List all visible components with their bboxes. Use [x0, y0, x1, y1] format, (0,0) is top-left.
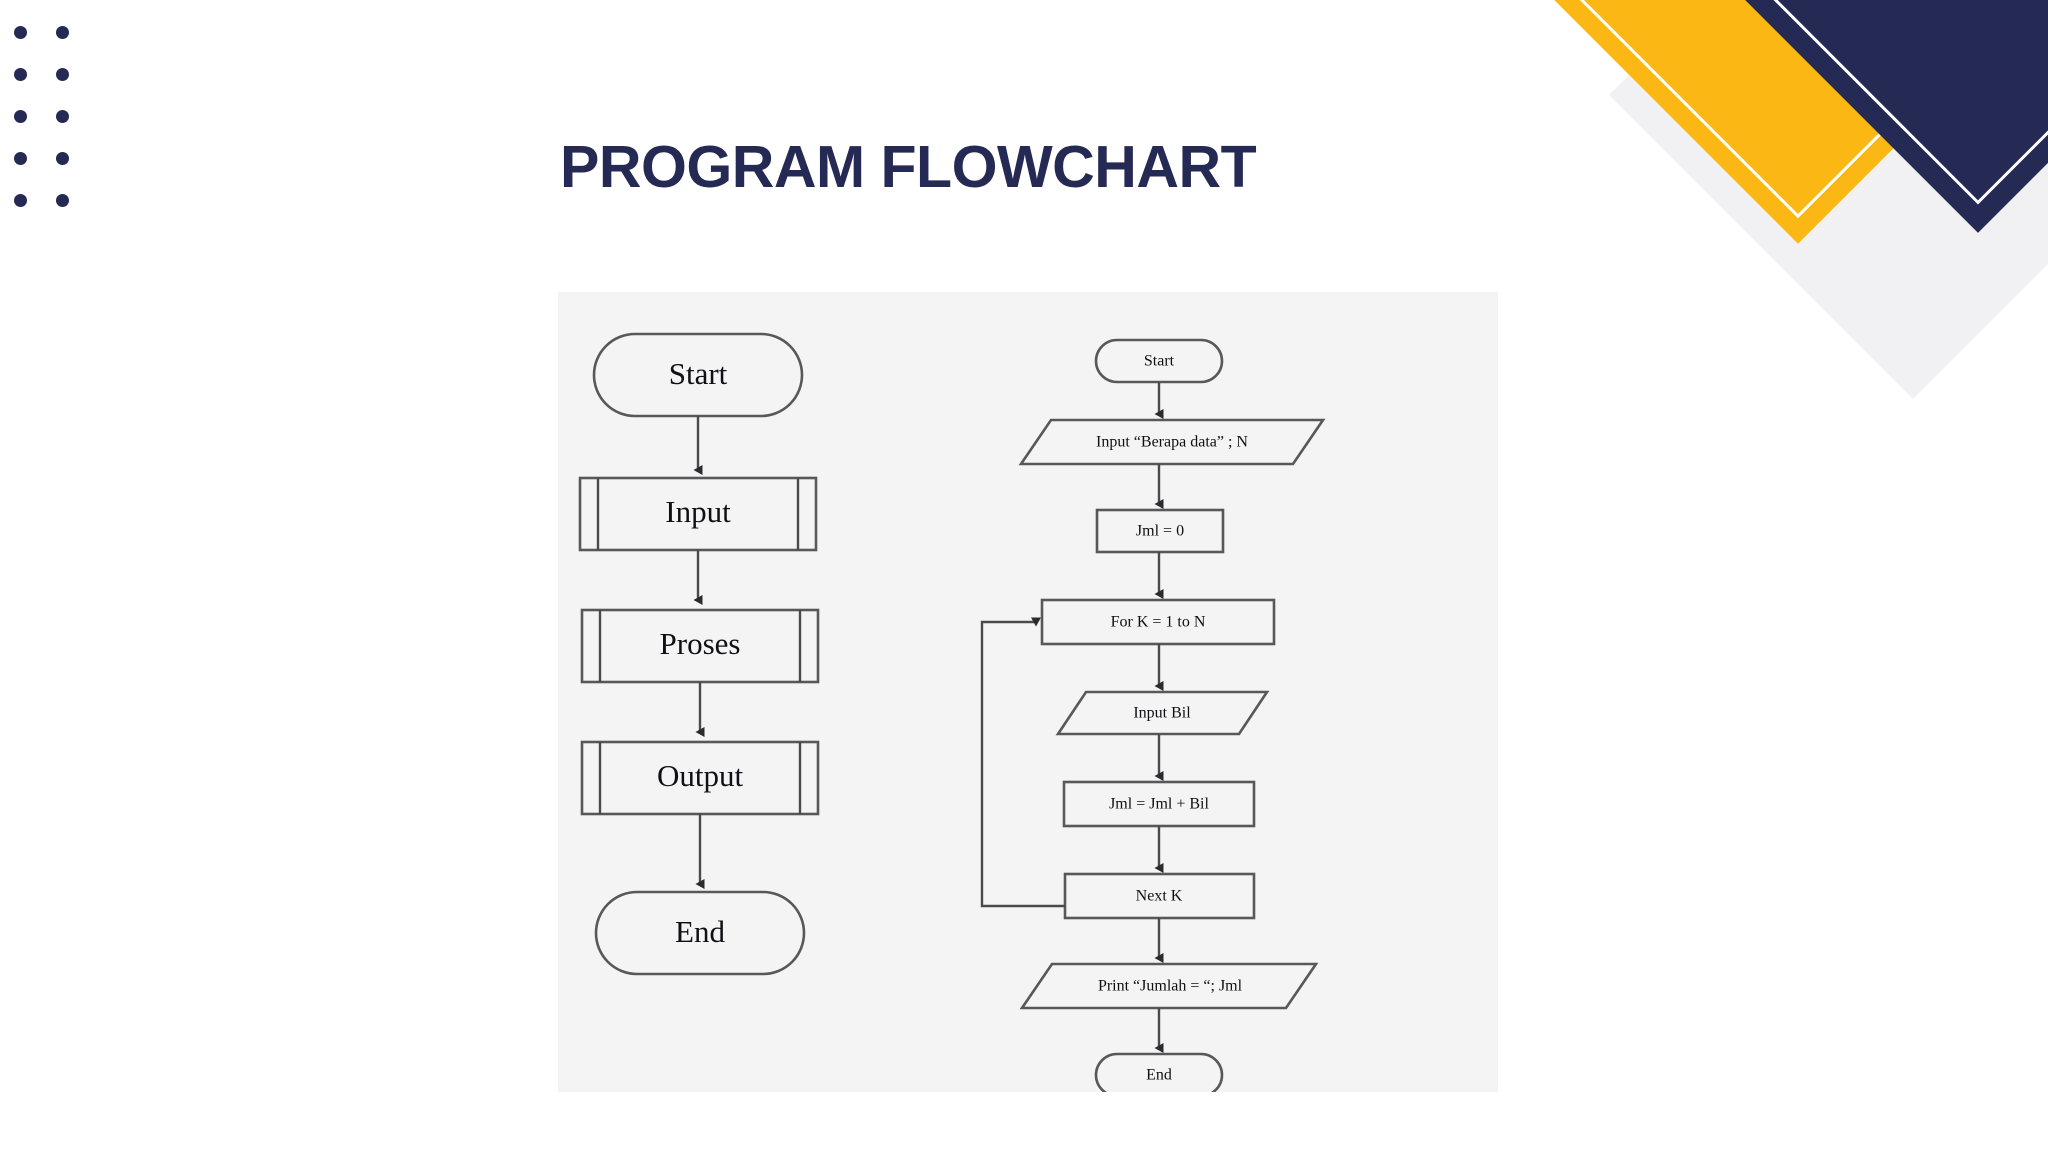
flow-node-label: End: [675, 914, 725, 949]
decorative-dot: [14, 26, 27, 39]
decorative-dot: [56, 110, 69, 123]
flow-node-proses[interactable]: Proses: [580, 608, 820, 684]
flow-node-label: Start: [1144, 353, 1175, 370]
decorative-dot: [14, 110, 27, 123]
flow-node-label: Start: [669, 356, 728, 391]
flowchart-sum-n-numbers: Start Input “Berapa data” ; N Jml = 0: [980, 338, 1326, 1092]
decorative-dot-grid: [14, 26, 98, 236]
flow-node-end[interactable]: End: [594, 890, 806, 976]
flow-node-label: Input Bil: [1133, 705, 1191, 722]
flow-node-label: Print “Jumlah = “; Jml: [1098, 978, 1243, 995]
decorative-yellow-square: [1529, 0, 2048, 244]
flow-node-input-n[interactable]: Input “Berapa data” ; N: [1018, 418, 1326, 466]
corner-decoration: [1488, 0, 2048, 440]
flow-node-label: Jml = Jml + Bil: [1109, 796, 1209, 813]
flowchart-generic: Start Input Proses: [578, 332, 820, 976]
flow-node-start[interactable]: Start: [592, 332, 804, 418]
decorative-yellow-square-inner-line: [1554, 0, 2042, 219]
flow-node-print-result[interactable]: Print “Jumlah = “; Jml: [1019, 962, 1319, 1010]
flow-node-jml-init[interactable]: Jml = 0: [1095, 508, 1225, 554]
flow-node-label: Output: [657, 758, 744, 793]
flow-node-label: Next K: [1136, 888, 1183, 905]
flow-node-label: Proses: [660, 626, 741, 661]
flow-node-accumulate[interactable]: Jml = Jml + Bil: [1062, 780, 1256, 828]
flow-node-label: Input “Berapa data” ; N: [1096, 434, 1248, 451]
decorative-dot: [56, 194, 69, 207]
decorative-dot: [14, 152, 27, 165]
flow-node-for-loop[interactable]: For K = 1 to N: [1040, 598, 1276, 646]
flow-node-end[interactable]: End: [1094, 1052, 1224, 1092]
page-title: PROGRAM FLOWCHART: [560, 134, 1257, 200]
flow-node-input-bil[interactable]: Input Bil: [1055, 690, 1270, 736]
flowchart-image-panel: Start Input Proses: [558, 292, 1498, 1092]
flow-node-label: Input: [665, 494, 731, 529]
flow-node-label: For K = 1 to N: [1111, 614, 1206, 631]
decorative-dot: [14, 68, 27, 81]
flow-node-input[interactable]: Input: [578, 476, 818, 552]
flow-node-next-k[interactable]: Next K: [1063, 872, 1256, 920]
decorative-dot: [56, 26, 69, 39]
flow-edge-loop-back: [980, 617, 1065, 908]
flowchart-diagram: Start Input Proses: [578, 332, 1326, 1092]
flow-node-start[interactable]: Start: [1094, 338, 1224, 384]
decorative-navy-square: [1695, 0, 2048, 233]
decorative-dot: [56, 152, 69, 165]
flow-node-output[interactable]: Output: [580, 740, 820, 816]
decorative-dot: [14, 194, 27, 207]
decorative-shadow-square: [1608, 0, 2048, 400]
flow-node-label: Jml = 0: [1136, 523, 1184, 540]
decorative-navy-square-inner-line: [1723, 0, 2048, 205]
decorative-dot: [56, 68, 69, 81]
flow-node-label: End: [1146, 1067, 1172, 1084]
